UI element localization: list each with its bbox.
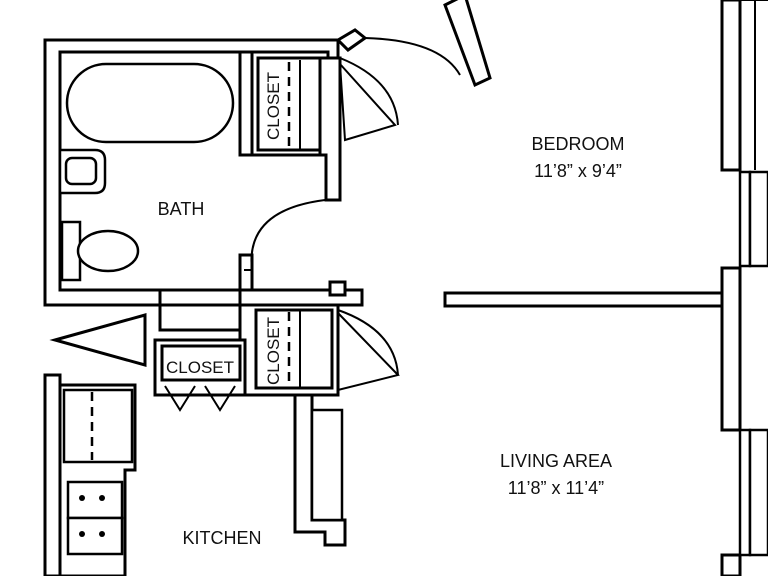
- bath-bottom-wall: [158, 288, 242, 307]
- hall-closet-wall: [153, 338, 247, 397]
- stove-bottom: [66, 516, 124, 556]
- bedroom-entry-door-swing: [364, 37, 461, 76]
- lower-closet-label: CLOSET: [264, 317, 283, 385]
- kitchen-left-wall: [43, 373, 62, 576]
- stove-top: [66, 480, 124, 520]
- bedroom-dims: 11’8” x 9’4”: [534, 161, 622, 181]
- top-door-jamb: [335, 28, 368, 52]
- bath-right-wall-lower: [238, 253, 254, 292]
- upper-closet-door-swing: [339, 57, 399, 126]
- bath-door-swing: [250, 199, 326, 271]
- window-living: [738, 428, 768, 557]
- hall-closet-label: CLOSET: [166, 358, 234, 377]
- right-exterior-wall-low: [720, 553, 742, 576]
- bedroom-name: BEDROOM: [531, 134, 624, 154]
- burner-icon: [99, 495, 105, 501]
- lower-closet-door-leaf: [337, 310, 400, 392]
- burner-icon: [79, 531, 85, 537]
- hall-wall-upper: [318, 56, 342, 202]
- bath-label: BATH: [158, 199, 205, 219]
- lower-closet-door-swing: [337, 309, 399, 376]
- middle-partition: [158, 288, 364, 332]
- bath-right-wall-upper: [238, 50, 254, 157]
- burner-icon: [79, 495, 85, 501]
- kitchen-label: KITCHEN: [182, 528, 261, 548]
- living-area-dims: 11’8” x 11’4”: [508, 478, 604, 498]
- hall-jamb-mid: [328, 280, 347, 297]
- window-bedroom: [738, 170, 768, 268]
- sink-basin: [64, 156, 98, 186]
- upper-closet-door-leaf: [338, 61, 397, 142]
- upper-closet-label: CLOSET: [264, 72, 283, 140]
- bedroom-living-divider: [443, 291, 742, 308]
- toilet-bowl: [76, 229, 140, 273]
- right-exterior-wall: [720, 0, 742, 172]
- living-area-name: LIVING AREA: [500, 451, 612, 471]
- bath-outer-wall: [43, 38, 340, 307]
- entry-marker: [49, 313, 147, 367]
- refrigerator: [62, 388, 134, 464]
- hall-closet-bifold-door: [164, 385, 236, 412]
- right-exterior-wall-mid: [720, 266, 742, 432]
- burner-icon: [99, 531, 105, 537]
- counter-peninsula: [310, 408, 344, 522]
- bathtub: [65, 62, 235, 144]
- bedroom-entry-door-leaf: [443, 0, 492, 88]
